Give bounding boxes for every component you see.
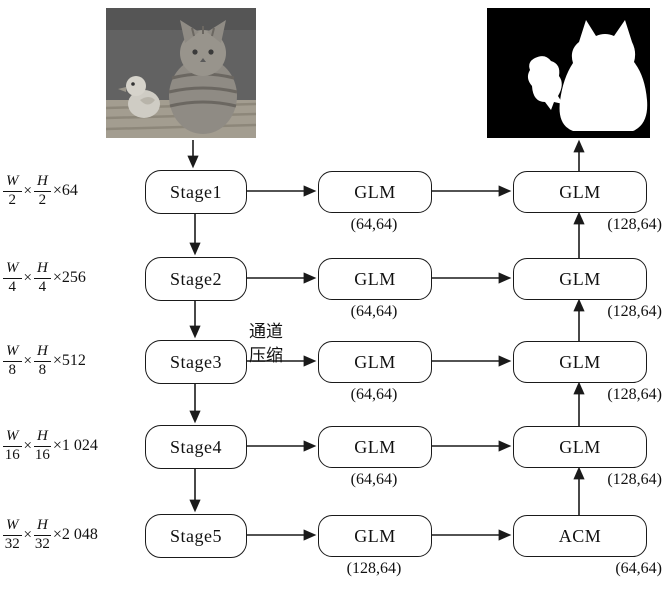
height-fraction: H 4 [33,260,51,296]
stage4-box: Stage4 [145,425,247,469]
size-label-stage2: W 4 × H 4 ×256 [3,256,86,300]
acm-caption: (64,64) [615,560,662,577]
times-sign: × [23,269,32,286]
channel-count: ×2 048 [52,526,98,543]
input-photo [106,8,256,138]
width-fraction: W 8 [3,343,22,379]
glm-box-row2-right: GLM [513,258,647,300]
height-fraction: H 8 [33,343,51,379]
glm-box-row1-right: GLM [513,171,647,213]
glm-box-row5-mid: GLM [318,515,432,557]
height-fraction: H 16 [33,427,51,463]
channel-compression-line2: 压缩 [249,346,283,366]
glm-caption-row2-right: (128,64) [607,303,662,320]
glm-box-row3-mid: GLM [318,341,432,383]
width-fraction: W 16 [3,427,22,463]
glm-caption-row2-mid: (64,64) [350,303,398,320]
glm-caption-row1-mid: (64,64) [350,216,398,233]
glm-caption-row1-right: (128,64) [607,216,662,233]
glm-box-row2-mid: GLM [318,258,432,300]
glm-caption-row5-mid: (128,64) [346,560,402,577]
channel-count: ×1 024 [52,437,98,454]
glm-caption-row3-mid: (64,64) [350,386,398,403]
stage5-box: Stage5 [145,514,247,558]
glm-caption-row4-right: (128,64) [607,471,662,488]
glm-box-row1-mid: GLM [318,171,432,213]
times-sign: × [23,182,32,199]
size-label-stage1: W 2 × H 2 ×64 [3,169,78,213]
glm-box-row3-right: GLM [513,341,647,383]
glm-box-row4-mid: GLM [318,426,432,468]
stage1-box: Stage1 [145,170,247,214]
times-sign: × [23,526,32,543]
channel-compression-line1: 通道 [249,322,283,342]
size-label-stage3: W 8 × H 8 ×512 [3,339,86,383]
output-mask [487,8,650,138]
acm-box: ACM [513,515,647,557]
height-fraction: H 32 [33,516,51,552]
times-sign: × [23,437,32,454]
stage3-box: Stage3 [145,340,247,384]
size-label-stage4: W 16 × H 16 ×1 024 [3,424,98,468]
times-sign: × [23,352,32,369]
size-label-stage5: W 32 × H 32 ×2 048 [3,513,98,557]
channel-count: ×64 [52,182,78,199]
width-fraction: W 4 [3,260,22,296]
stage2-box: Stage2 [145,257,247,301]
channel-count: ×256 [52,269,86,286]
glm-box-row4-right: GLM [513,426,647,468]
width-fraction: W 32 [3,516,22,552]
width-fraction: W 2 [3,173,22,209]
segmentation-mask-image [487,8,650,138]
height-fraction: H 2 [33,173,51,209]
cat-and-chick-photo [106,8,256,138]
channel-count: ×512 [52,352,86,369]
glm-caption-row4-mid: (64,64) [350,471,398,488]
channel-compression-label: 通道 压缩 [249,320,303,368]
glm-caption-row3-right: (128,64) [607,386,662,403]
